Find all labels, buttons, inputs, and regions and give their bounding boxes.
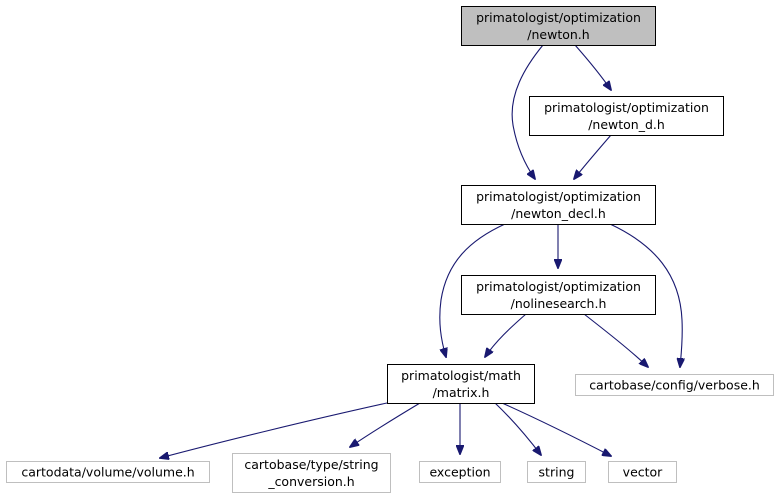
node-label-line: primatologist/optimization: [476, 279, 641, 294]
node-label-line: cartodata/volume/volume.h: [21, 465, 194, 480]
node-label-line: /nolinesearch.h: [511, 296, 607, 311]
node-label-line: /newton_d.h: [588, 117, 665, 132]
node-newton-decl-h[interactable]: primatologist/optimization/newton_decl.h: [461, 185, 656, 225]
node-label-line: primatologist/optimization: [476, 189, 641, 204]
node-newton-d-h[interactable]: primatologist/optimization/newton_d.h: [529, 96, 724, 136]
node-box: [419, 461, 501, 483]
node-box: [461, 6, 656, 46]
node-verbose-h[interactable]: cartobase/config/verbose.h: [575, 374, 774, 396]
edge-nolinesearch-h-to-matrix-h: [485, 313, 527, 357]
node-vector[interactable]: vector: [608, 461, 677, 483]
edge-newton-h-to-newton-decl-h: [511, 44, 544, 179]
node-box: [529, 96, 724, 136]
node-label-line: exception: [429, 465, 490, 480]
nodes-layer: primatologist/optimization/newton.hprima…: [6, 6, 774, 493]
node-box: [232, 453, 391, 493]
node-box: [461, 275, 656, 315]
node-string-conversion-h[interactable]: cartobase/type/string _conversion.h: [232, 453, 391, 493]
node-label-line: primatologist/optimization: [476, 10, 641, 25]
node-box: [461, 185, 656, 225]
edge-newton-decl-h-to-matrix-h: [439, 223, 506, 357]
node-label-line: primatologist/math: [401, 368, 521, 383]
node-matrix-h[interactable]: primatologist/math/matrix.h: [387, 364, 535, 404]
node-box: [387, 364, 535, 404]
node-label-line: /newton.h: [527, 27, 589, 42]
node-label-line: _conversion.h: [267, 474, 354, 489]
edge-matrix-h-to-string: [494, 402, 541, 455]
node-label-line: primatologist/optimization: [544, 100, 709, 115]
node-nolinesearch-h[interactable]: primatologist/optimization/nolinesearch.…: [461, 275, 656, 315]
node-label-line: /matrix.h: [433, 385, 490, 400]
node-label-line: /newton_decl.h: [511, 206, 606, 221]
node-label-line: cartobase/config/verbose.h: [589, 378, 760, 393]
edge-matrix-h-to-volume-h: [160, 402, 388, 458]
node-label-line: vector: [623, 465, 664, 480]
edges-layer: [160, 44, 682, 458]
node-box: [608, 461, 677, 483]
edge-newton-decl-h-to-verbose-h: [609, 223, 682, 367]
edge-newton-h-to-newton-d-h: [574, 44, 611, 90]
edge-newton-d-h-to-newton-decl-h: [574, 134, 612, 179]
node-volume-h[interactable]: cartodata/volume/volume.h: [6, 461, 210, 483]
edge-matrix-h-to-vector: [501, 402, 611, 456]
node-string[interactable]: string: [527, 461, 586, 483]
edge-nolinesearch-h-to-verbose-h: [583, 313, 648, 367]
node-label-line: cartobase/type/string: [244, 457, 378, 472]
node-label-line: string: [539, 465, 575, 480]
node-box: [575, 374, 774, 396]
node-box: [527, 461, 586, 483]
edge-matrix-h-to-string-conversion-h: [350, 402, 421, 447]
node-newton-h[interactable]: primatologist/optimization/newton.h: [461, 6, 656, 46]
node-exception[interactable]: exception: [419, 461, 501, 483]
node-box: [6, 461, 210, 483]
